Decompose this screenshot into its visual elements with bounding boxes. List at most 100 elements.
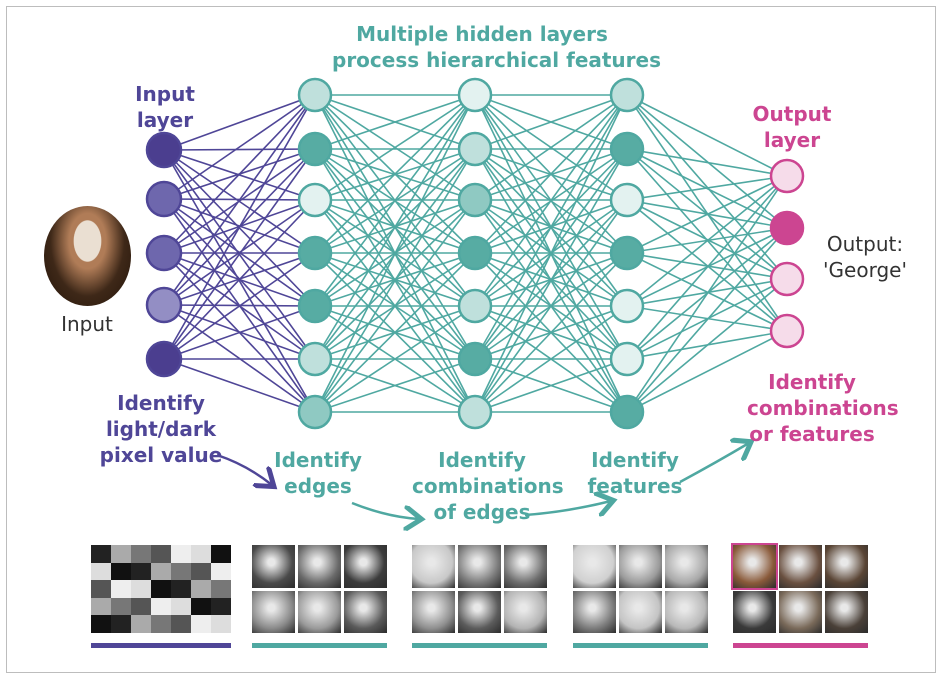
connection-hidden-3-0-to-output-0 — [626, 94, 788, 177]
thumbnail-image — [779, 545, 822, 588]
connection-hidden-3-4-to-output-0 — [626, 175, 788, 307]
connection-hidden-2-3-to-hidden-3-0 — [474, 94, 628, 254]
connection-hidden-2-6-to-hidden-3-4 — [474, 305, 628, 413]
hidden-1-node-0 — [297, 77, 333, 113]
thumbnail-image — [344, 590, 387, 633]
pixel-tile — [211, 562, 231, 581]
identify-pixel-line-3: pixel value — [99, 443, 223, 467]
pixel-tile — [91, 562, 111, 581]
hidden-2-node-1 — [457, 131, 493, 167]
connection-input-1-to-hidden-1-0 — [163, 94, 316, 200]
identify-features-label: Identify features — [585, 447, 685, 499]
connection-input-0-to-hidden-1-6 — [163, 149, 316, 413]
neural-network-diagram — [145, 77, 805, 672]
hidden-1-node-3 — [297, 235, 333, 271]
input-layer-label: Input layer — [117, 81, 213, 133]
thumbnail-image — [733, 590, 776, 633]
identify-feat-line-1: Identify — [591, 448, 679, 472]
connection-hidden-2-6-to-hidden-3-0 — [474, 94, 628, 413]
connection-input-4-to-hidden-1-0 — [163, 94, 316, 360]
connection-hidden-2-6-to-hidden-3-3 — [474, 252, 628, 413]
connection-hidden-1-6-to-hidden-2-5 — [314, 358, 476, 413]
pixel-tile — [111, 597, 131, 616]
connection-hidden-3-0-to-output-2 — [626, 94, 788, 280]
hidden-3-node-1 — [609, 131, 645, 167]
thumbnail-image — [573, 590, 616, 633]
pixel-tile — [171, 580, 191, 598]
pixel-tile — [111, 615, 131, 633]
connection-hidden-3-2-to-output-2 — [626, 199, 788, 280]
pixel-tile — [211, 615, 231, 633]
input-caption: Input — [61, 312, 113, 336]
output-caption-line-1: Output: — [826, 232, 904, 256]
hidden-title-line-1: Multiple hidden layers — [356, 22, 608, 46]
hidden-3-node-5 — [609, 341, 645, 377]
identify-pixel-line-2: light/dark — [105, 417, 217, 441]
arrow-features-to-output — [679, 443, 749, 484]
hidden-3-node-0 — [609, 77, 645, 113]
thumbnail-image — [665, 545, 708, 588]
output-layer-line-2: layer — [763, 128, 821, 152]
thumbnail-image — [619, 590, 662, 633]
thumbnail-image — [573, 545, 616, 588]
hidden-2-node-5 — [457, 341, 493, 377]
connection-hidden-1-6-to-hidden-2-1 — [314, 148, 476, 413]
connection-input-4-to-hidden-1-4 — [163, 305, 316, 360]
pixel-tile — [111, 545, 131, 563]
pixel-tile — [91, 615, 111, 633]
thumbnail-image — [665, 590, 708, 633]
connection-hidden-1-3-to-hidden-2-0 — [314, 94, 476, 254]
pixel-grid-thumbnail — [91, 545, 231, 633]
identify-output-label: Identify combinations or features — [747, 369, 899, 447]
pixel-tile — [171, 545, 191, 563]
edges-thumbnails — [252, 545, 387, 633]
identify-combinations-label: Identify combinations of edges — [412, 447, 564, 525]
hidden-2-node-0 — [457, 77, 493, 113]
thumbnail-image — [504, 590, 547, 633]
connection-input-0-to-hidden-1-0 — [163, 94, 316, 151]
connection-hidden-1-6-to-hidden-2-3 — [314, 252, 476, 413]
identify-feat-line-2: features — [587, 474, 683, 498]
connection-hidden-1-6-to-hidden-2-0 — [314, 94, 476, 413]
hidden-2-node-3 — [457, 235, 493, 271]
connection-hidden-1-2-to-hidden-2-0 — [314, 94, 476, 201]
identify-out-line-3: or features — [749, 422, 875, 446]
connection-hidden-2-6-to-hidden-3-1 — [474, 148, 628, 413]
arrow-pixel-to-edges — [216, 453, 272, 485]
thumbnail-image — [412, 590, 455, 633]
identify-pixel-line-1: Identify — [117, 391, 205, 415]
hidden-3-node-2 — [609, 182, 645, 218]
arrow-edges-to-combinations — [351, 501, 419, 519]
identify-edges-line-1: Identify — [274, 448, 362, 472]
pixel-tile — [191, 562, 211, 581]
features-thumbnails — [573, 545, 708, 633]
edge-combinations-thumbnails — [412, 545, 547, 633]
connection-hidden-2-2-to-hidden-3-0 — [474, 94, 628, 201]
hidden-2-node-4 — [457, 288, 493, 324]
connection-hidden-1-6-to-hidden-2-4 — [314, 305, 476, 413]
figure-frame: Multiple hidden layers process hierarchi… — [6, 6, 936, 673]
pixel-tile — [151, 562, 171, 581]
hidden-1-node-5 — [297, 341, 333, 377]
input-node-3 — [145, 286, 183, 324]
connection-hidden-2-5-to-hidden-3-0 — [474, 94, 628, 360]
hidden-2-node-6 — [457, 394, 493, 430]
connection-hidden-3-6-to-output-3 — [626, 330, 788, 413]
identify-edges-line-2: edges — [284, 474, 352, 498]
hidden-title-line-2: process hierarchical features — [332, 48, 662, 72]
pixel-tile — [191, 597, 211, 616]
thumbnail-image — [731, 543, 778, 590]
connection-input-4-to-hidden-1-1 — [163, 148, 316, 360]
thumbnail-image — [412, 545, 455, 588]
pixel-tile — [131, 580, 151, 598]
edges-bar — [252, 643, 387, 648]
pixel-tile — [191, 580, 211, 598]
identify-comb-line-1: Identify — [438, 448, 526, 472]
thumbnail-image — [252, 545, 295, 588]
thumbnail-image — [825, 590, 868, 633]
thumbnail-image — [825, 545, 868, 588]
identify-pixel-label: Identify light/dark pixel value — [99, 390, 223, 468]
arrow-combinations-to-features — [524, 501, 611, 515]
thumbnail-image — [458, 590, 501, 633]
connection-hidden-2-6-to-hidden-3-5 — [474, 358, 628, 413]
